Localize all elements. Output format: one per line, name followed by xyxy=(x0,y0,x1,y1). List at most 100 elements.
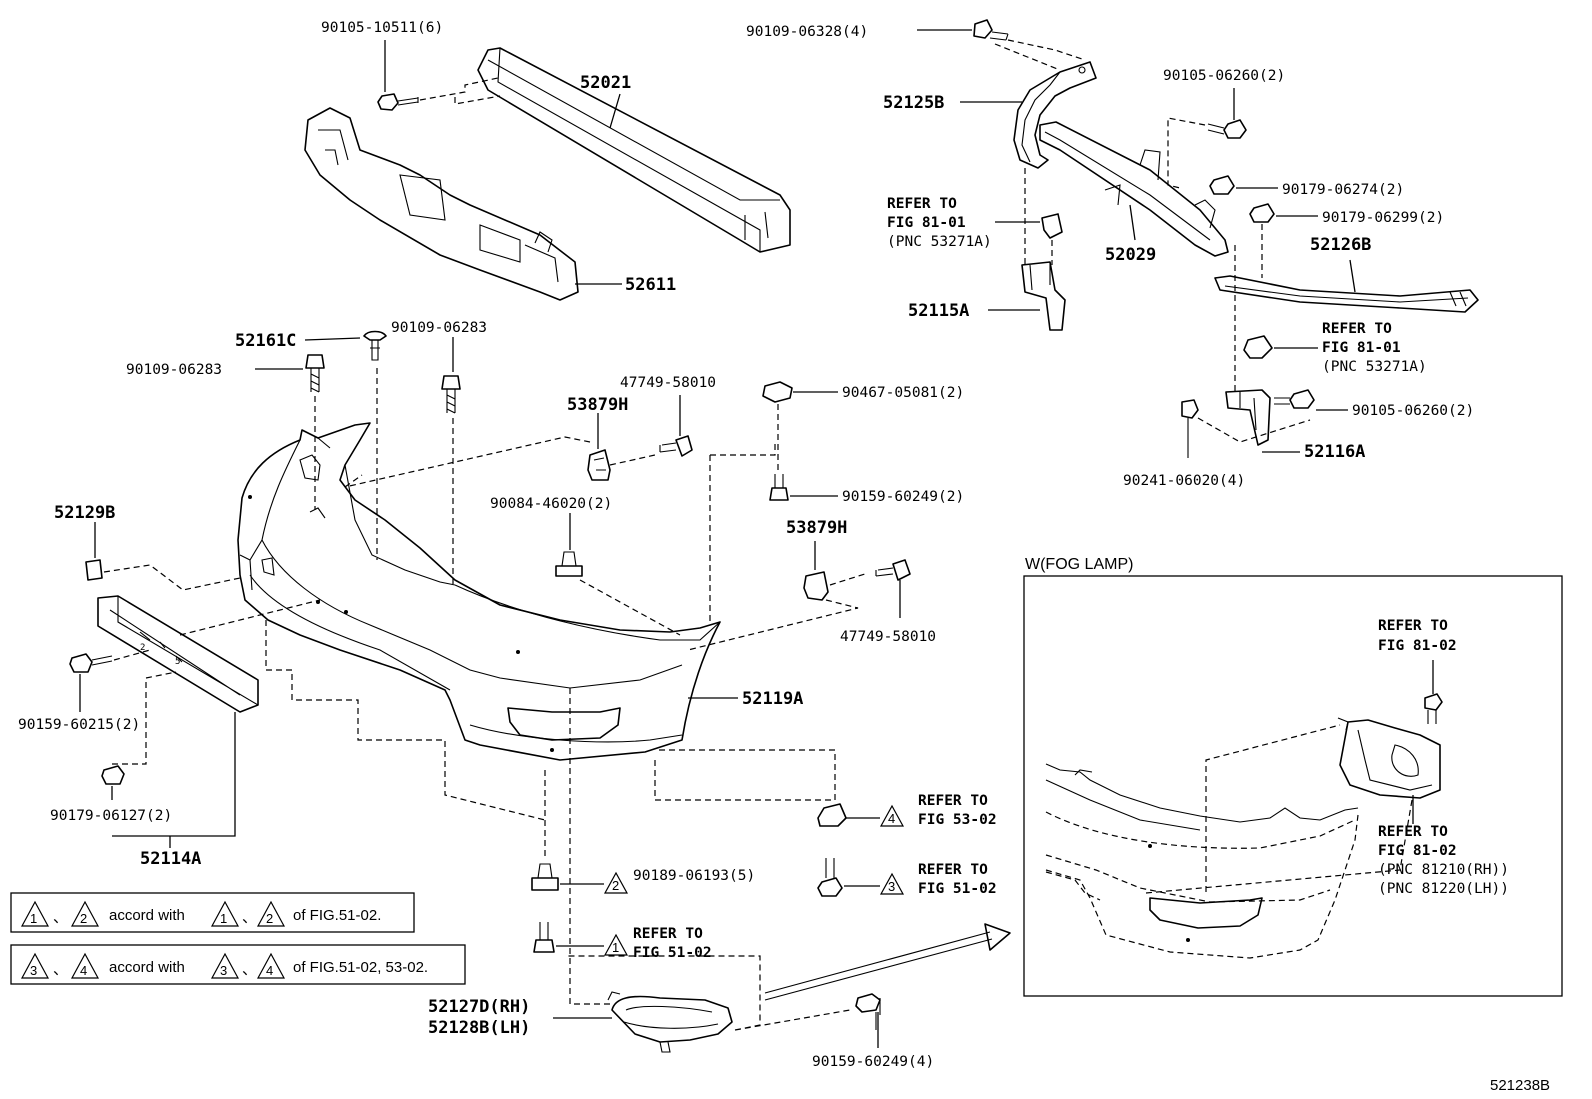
bolt-90159-60249-lower xyxy=(855,993,881,1030)
label-53879H-upper: 53879H xyxy=(567,395,628,415)
label-52128B: 52128B(LH) xyxy=(428,1018,530,1038)
inset-bumper xyxy=(1045,763,1359,959)
refer-fig-53-02: REFER TO FIG 53-02 xyxy=(918,793,997,828)
connector-refer-81-01-left xyxy=(1041,213,1063,239)
label-90159-60249-upper: 90159-60249(2) xyxy=(842,489,964,505)
svg-text:REFER TO: REFER TO xyxy=(1322,321,1392,337)
label-52161C: 52161C xyxy=(235,331,296,351)
label-90084-46020: 90084-46020(2) xyxy=(490,496,612,512)
label-90159-60215: 90159-60215(2) xyxy=(18,717,140,733)
svg-text:(PNC 81210(RH)): (PNC 81210(RH)) xyxy=(1378,862,1509,878)
inset-frame xyxy=(1023,575,1563,997)
bolt-90109-06328 xyxy=(973,19,1009,41)
label-90179-06299: 90179-06299(2) xyxy=(1322,210,1444,226)
svg-text:REFER TO: REFER TO xyxy=(918,793,988,809)
retainer-53879H-lower xyxy=(803,571,829,601)
nut-90467-05081 xyxy=(762,381,793,403)
refer-fig-51-02-low: REFER TO FIG 51-02 xyxy=(633,926,712,961)
refer-fig-81-01-right: REFER TO FIG 81-01 (PNC 53271A) xyxy=(1322,321,1427,375)
svg-text:REFER TO: REFER TO xyxy=(918,862,988,878)
svg-text:1: 1 xyxy=(612,940,619,955)
label-47749-58010-lower: 47749-58010 xyxy=(840,629,936,645)
bumper-reinforcement-52021 xyxy=(477,47,791,253)
label-52125B: 52125B xyxy=(883,93,944,113)
svg-text:FIG 81-02: FIG 81-02 xyxy=(1378,843,1457,859)
label-52129B: 52129B xyxy=(54,503,115,523)
bolt-90105-06260-top xyxy=(1207,119,1247,139)
svg-text:1: 1 xyxy=(30,911,37,926)
legend-row-2: 3 、 4 accord with 3 、 4 of FIG.51-02, 53… xyxy=(10,944,466,985)
refer-fig-81-02-lamp: REFER TO FIG 81-02 (PNC 81210(RH)) (PNC … xyxy=(1378,824,1509,897)
label-90109-06283-right: 90109-06283 xyxy=(391,320,487,336)
svg-text:2: 2 xyxy=(80,911,87,926)
svg-text:3: 3 xyxy=(220,963,227,978)
label-52021: 52021 xyxy=(580,73,631,93)
svg-text:4: 4 xyxy=(888,811,895,826)
nut-90179-06127 xyxy=(101,765,125,785)
legend-row-1: 1 、 2 accord with 1 、 2 of FIG.51-02. xyxy=(10,892,415,933)
svg-text:REFER TO: REFER TO xyxy=(633,926,703,942)
label-90109-06283-left: 90109-06283 xyxy=(126,362,222,378)
svg-text:(PNC 53271A): (PNC 53271A) xyxy=(1322,359,1427,375)
svg-text:FIG 81-01: FIG 81-01 xyxy=(887,215,966,231)
refer-fig-51-02-mid: REFER TO FIG 51-02 xyxy=(918,862,997,897)
marker-triangle-2: 2 xyxy=(603,871,629,894)
svg-text:4: 4 xyxy=(80,963,87,978)
bolt-90109-06283-right xyxy=(441,375,461,414)
nut-90179-06274 xyxy=(1209,175,1235,195)
bumper-cover-52119A xyxy=(237,422,721,761)
bolt-icon xyxy=(377,93,419,111)
bolt-90105-06260-right xyxy=(1274,389,1315,409)
svg-text:3: 3 xyxy=(888,879,895,894)
svg-text:(PNC 81220(LH)): (PNC 81220(LH)) xyxy=(1378,881,1509,897)
svg-text:2: 2 xyxy=(612,878,619,893)
svg-text:、: 、 xyxy=(242,961,257,978)
license-bracket-52114A: 2 5 xyxy=(97,595,259,713)
svg-text:、: 、 xyxy=(53,909,68,926)
svg-text:3: 3 xyxy=(30,963,37,978)
direction-arrow xyxy=(764,923,1011,1001)
svg-text:、: 、 xyxy=(53,961,68,978)
bolt-90159-60249-upper xyxy=(769,474,789,501)
clip-47749-58010-upper xyxy=(659,435,693,457)
inset-title: W(FOG LAMP) xyxy=(1025,556,1133,573)
bracket-52116A xyxy=(1225,389,1271,446)
bolt-90241-06020 xyxy=(1181,399,1199,458)
label-90109-06328: 90109-06328(4) xyxy=(746,24,868,40)
label-52127D: 52127D(RH) xyxy=(428,997,530,1017)
clip-90084-46020 xyxy=(555,551,583,577)
fog-lamp-unit xyxy=(1337,717,1441,799)
retainer-refer-53-02 xyxy=(817,803,847,827)
retainer-53879H-upper xyxy=(587,449,611,481)
svg-text:of FIG.51-02, 53-02.: of FIG.51-02, 53-02. xyxy=(293,959,428,976)
connector-refer-81-01-right xyxy=(1243,335,1273,359)
svg-text:FIG 81-02: FIG 81-02 xyxy=(1378,638,1457,654)
label-52119A: 52119A xyxy=(742,689,803,709)
svg-text:(PNC 53271A): (PNC 53271A) xyxy=(887,234,992,250)
clip-90189-06193 xyxy=(531,863,559,891)
label-90467-05081: 90467-05081(2) xyxy=(842,385,964,401)
svg-text:REFER TO: REFER TO xyxy=(1378,824,1448,840)
bolt-90109-06283-left xyxy=(305,354,325,393)
svg-text:FIG 51-02: FIG 51-02 xyxy=(918,881,997,897)
svg-text:accord with: accord with xyxy=(109,907,185,924)
svg-text:FIG 53-02: FIG 53-02 xyxy=(918,812,997,828)
fog-lamp-screw xyxy=(1424,693,1443,724)
label-90105-10511: 90105-10511(6) xyxy=(321,20,443,36)
cap-52129B xyxy=(85,559,103,581)
label-52029: 52029 xyxy=(1105,245,1156,265)
marker-triangle-4: 4 xyxy=(879,804,905,827)
retainer-52126B xyxy=(1214,275,1479,313)
label-52611: 52611 xyxy=(625,275,676,295)
label-90105-06260-right: 90105-06260(2) xyxy=(1352,403,1474,419)
svg-text:accord with: accord with xyxy=(109,959,185,976)
marker-triangle-3: 3 xyxy=(879,872,905,895)
svg-text:2: 2 xyxy=(140,643,145,653)
label-52115A: 52115A xyxy=(908,301,969,321)
refer-fig-81-02-top: REFER TO FIG 81-02 xyxy=(1378,618,1457,654)
bolt-screw-lower xyxy=(533,922,555,953)
label-53879H-lower: 53879H xyxy=(786,518,847,538)
label-90179-06127: 90179-06127(2) xyxy=(50,808,172,824)
bumper-retainer-52029 xyxy=(1039,121,1229,257)
